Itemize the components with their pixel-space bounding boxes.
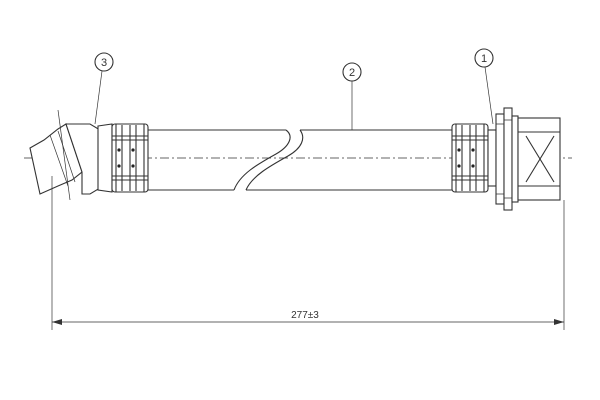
left-angled-fitting xyxy=(29,109,113,201)
callout-3-label: 3 xyxy=(101,57,107,69)
callout-1-label: 1 xyxy=(481,53,487,65)
right-end-fitting xyxy=(487,107,519,211)
hex-nut xyxy=(517,117,561,201)
callout-3 xyxy=(94,52,114,125)
callout-2 xyxy=(342,62,362,130)
hose-body xyxy=(148,129,452,191)
callout-1 xyxy=(474,48,494,125)
callout-2-label: 2 xyxy=(349,67,355,79)
overall-length-dimension xyxy=(51,176,565,330)
left-crimp-bands xyxy=(111,123,149,193)
right-crimp-bands xyxy=(451,123,489,193)
dimension-label: 277±3 xyxy=(291,310,319,321)
